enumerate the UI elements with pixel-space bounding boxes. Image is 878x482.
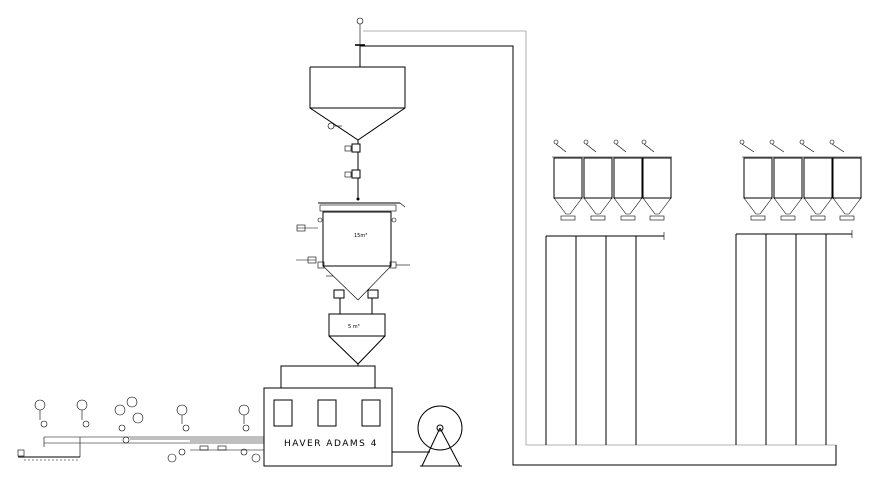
vessel-volume-label: 15m³ xyxy=(354,233,367,239)
valve-icon xyxy=(351,169,361,179)
silo-5 xyxy=(735,139,773,445)
weigh-vessel: 15m³ xyxy=(296,202,410,314)
silo-4 xyxy=(635,139,672,445)
silo-group-2 xyxy=(735,139,862,445)
silo-8 xyxy=(825,139,862,445)
silo-1 xyxy=(545,139,583,445)
level-sensor-icon xyxy=(327,122,335,130)
feed-pipe xyxy=(360,30,837,466)
silo-2 xyxy=(575,139,613,445)
small-hopper: 5 m³ xyxy=(328,313,386,367)
packer-machine: HAVER ADAMS 4 xyxy=(263,365,430,467)
main-silo xyxy=(309,66,406,201)
silo-3 xyxy=(605,139,643,445)
packer-label: HAVER ADAMS 4 xyxy=(284,439,378,449)
small-hopper-volume-label: 5 m³ xyxy=(348,324,360,330)
top-inlet xyxy=(355,17,365,67)
silo-6 xyxy=(765,139,803,445)
conveyor-instruments xyxy=(34,396,261,463)
valve-icon xyxy=(351,143,361,153)
film-reel-icon xyxy=(417,405,463,467)
silo-7 xyxy=(795,139,833,445)
silo-group-1 xyxy=(545,139,672,445)
discharge-conveyor xyxy=(17,436,264,461)
